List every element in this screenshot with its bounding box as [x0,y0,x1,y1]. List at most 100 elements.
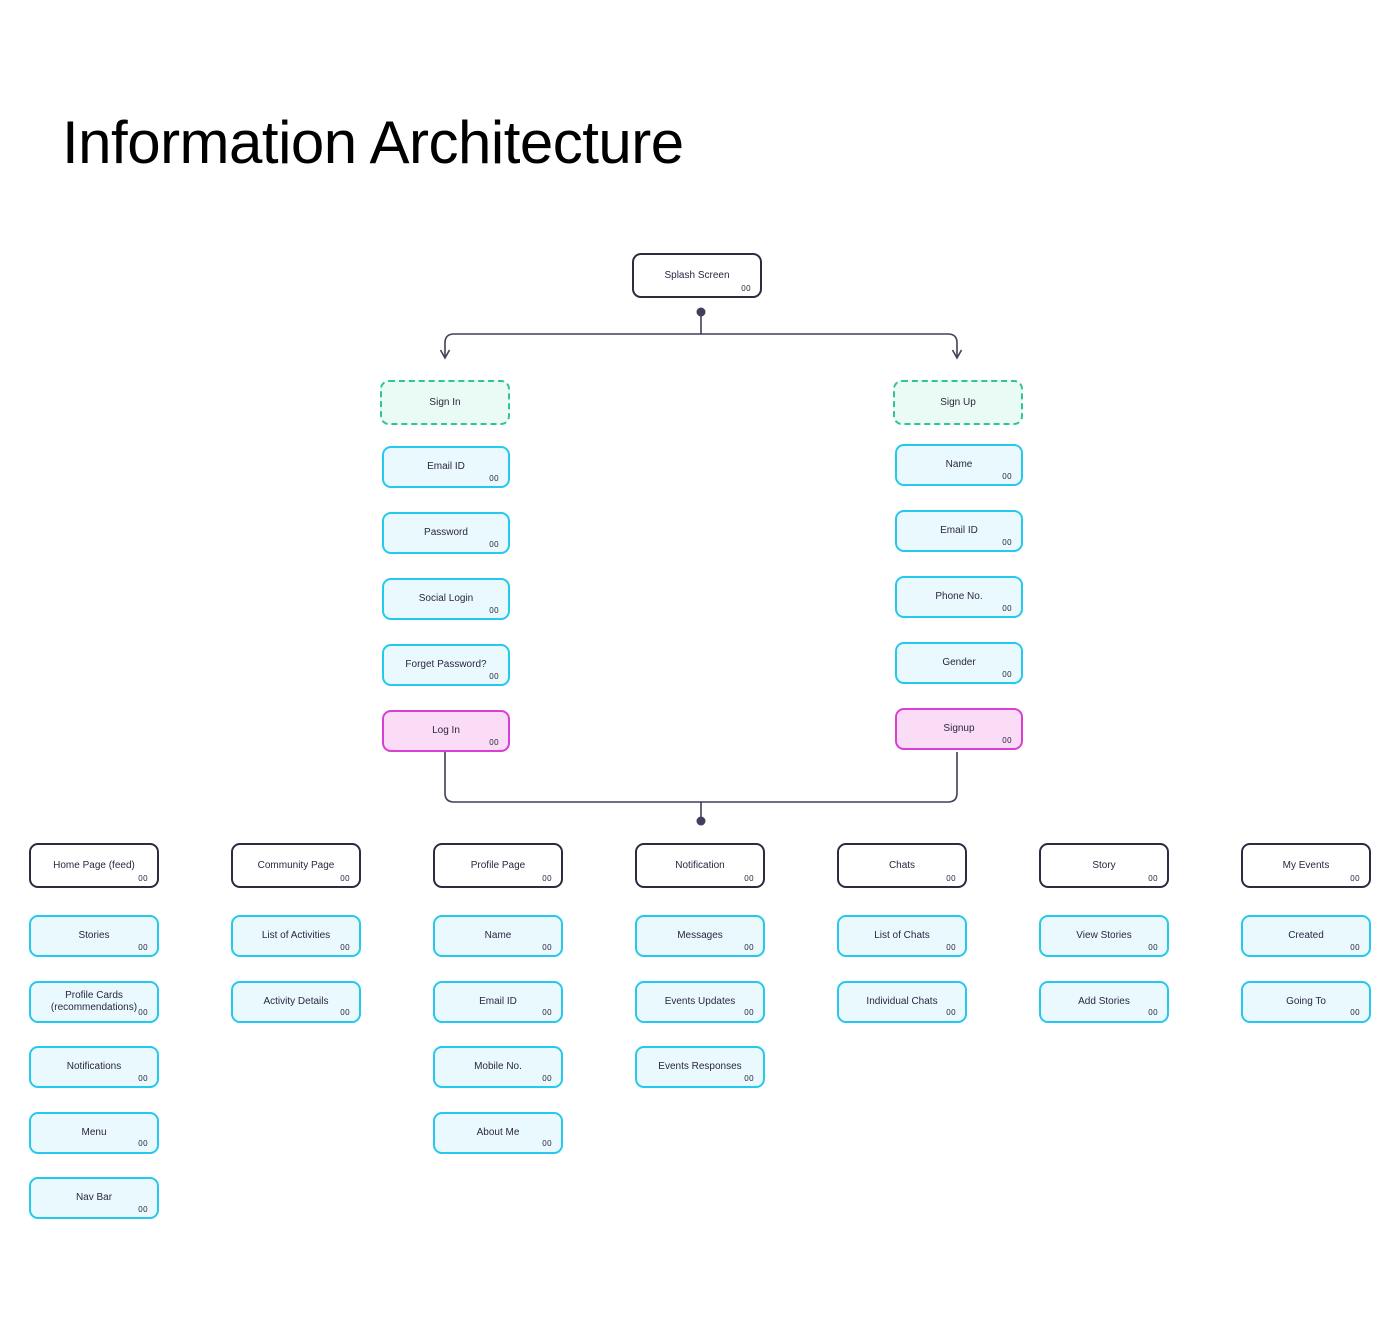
node-number: 00 [138,873,148,883]
node-label: Email ID [479,995,517,1007]
node-number: 00 [542,873,552,883]
node-number: 00 [1350,873,1360,883]
node-number: 00 [1002,735,1012,745]
node-label: Forget Password? [405,659,487,671]
node-number: 00 [489,737,499,747]
node-number: 00 [744,1008,754,1018]
node-home-page-feed[interactable]: Home Page (feed)00 [29,843,159,888]
node-home-page-profile-cards-recommendations[interactable]: Profile Cards (recommendations)00 [29,980,159,1023]
node-sign-in[interactable]: Sign In [380,380,510,425]
connector-dot-top [696,307,706,317]
node-label: Gender [942,657,976,669]
node-community-page[interactable]: Community Page 00 [231,843,361,888]
node-number: 00 [741,283,751,293]
node-label: Community Page [257,859,335,871]
node-number: 00 [1148,942,1158,952]
node-label: Name [484,930,512,942]
node-label: Nav Bar [75,1192,113,1204]
node-notification-events-updates[interactable]: Events Updates 00 [635,980,765,1023]
node-profile-page[interactable]: Profile Page 00 [433,843,563,888]
node-label: Created [1288,930,1324,942]
node-sign-in-forget-password[interactable]: Forget Password?00 [382,644,510,686]
node-number: 00 [340,942,350,952]
node-number: 00 [489,539,499,549]
node-label: My Events [1282,859,1330,871]
node-label: Social Login [418,593,474,605]
node-number: 00 [744,942,754,952]
node-story-add-stories[interactable]: Add Stories 00 [1039,980,1169,1023]
node-number: 00 [1002,669,1012,679]
node-number: 00 [542,1008,552,1018]
connector-branch-top [444,333,958,356]
node-number: 00 [946,873,956,883]
node-label: Add Stories [1078,995,1130,1007]
arrowhead-sign-up [951,349,963,360]
node-sign-up[interactable]: Sign Up [893,380,1023,425]
node-my-events[interactable]: My Events 00 [1241,843,1371,888]
node-label: Profile Page [470,859,526,871]
node-profile-page-mobile-no[interactable]: Mobile No.00 [433,1046,563,1088]
node-number: 00 [340,873,350,883]
node-label: Activity Details [263,995,329,1007]
node-my-events-created[interactable]: Created 00 [1241,915,1371,957]
node-profile-page-about-me[interactable]: About Me 00 [433,1111,563,1154]
node-label: List of Activities [261,930,331,942]
node-sign-in-password[interactable]: Password 00 [382,512,510,554]
node-community-page-list-of-activities[interactable]: List of Activities 00 [231,915,361,957]
node-number: 00 [1002,603,1012,613]
node-label: Sign In [429,396,461,408]
node-sign-up-phone-no[interactable]: Phone No. 00 [895,576,1023,618]
node-label: Going To [1286,995,1326,1007]
node-label: Email ID [427,461,465,473]
node-label: Notifications [66,1061,122,1073]
node-number: 00 [1002,537,1012,547]
node-profile-page-email-id[interactable]: Email ID 00 [433,980,563,1023]
node-number: 00 [542,1073,552,1083]
node-my-events-going-to[interactable]: Going To 00 [1241,980,1371,1023]
node-number: 00 [542,1139,552,1149]
node-number: 00 [138,942,148,952]
node-label: Menu [81,1126,107,1138]
node-label: Log In [432,725,460,737]
node-story[interactable]: Story 00 [1039,843,1169,888]
node-number: 00 [1350,942,1360,952]
node-number: 00 [1350,1008,1360,1018]
node-label: Password [424,527,468,539]
node-number: 00 [946,942,956,952]
node-label: About Me [476,1126,520,1138]
node-number: 00 [489,671,499,681]
node-sign-in-log-in[interactable]: Log In 00 [382,710,510,752]
node-sign-up-email-id[interactable]: Email ID 00 [895,510,1023,552]
node-label: Notification [675,859,725,871]
node-number: 00 [1148,1008,1158,1018]
node-sign-up-gender[interactable]: Gender 00 [895,642,1023,684]
node-label: Individual Chats [866,995,938,1007]
node-label: Events Responses [658,1061,742,1073]
node-number: 00 [744,873,754,883]
node-label: Phone No. [935,591,983,603]
node-notification[interactable]: Notification 00 [635,843,765,888]
node-label: Events Updates [664,995,736,1007]
node-label: Home Page (feed) [53,859,135,871]
node-number: 00 [1002,471,1012,481]
node-number: 00 [1148,873,1158,883]
node-label: Story [1092,859,1116,871]
node-label: Email ID [940,525,978,537]
